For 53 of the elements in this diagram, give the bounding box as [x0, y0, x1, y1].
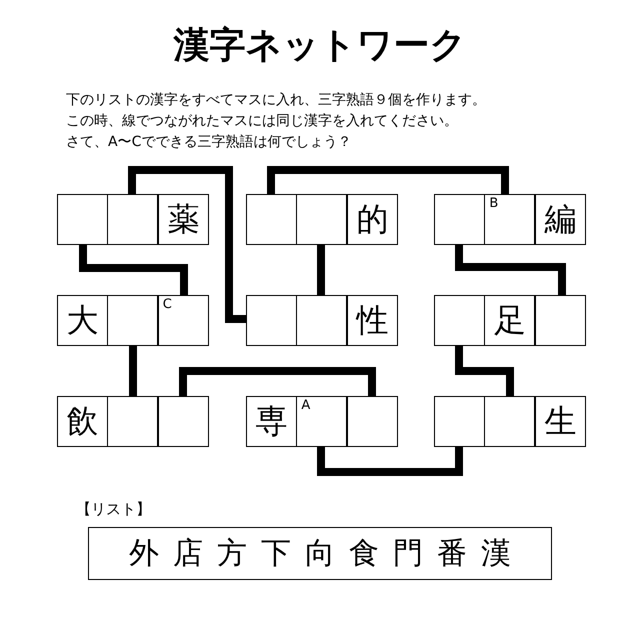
answer-box [346, 295, 398, 346]
connector-line [179, 367, 376, 396]
answer-box [57, 295, 108, 346]
cell-letter: C [162, 297, 172, 312]
kanji-character: 飲 [66, 403, 100, 439]
connector-line [455, 346, 514, 396]
answer-box [534, 396, 586, 447]
answer-box [296, 295, 348, 346]
answer-box [534, 194, 586, 245]
kanji-character: 生 [543, 403, 578, 439]
connector-line [317, 447, 463, 476]
answer-box [434, 194, 485, 245]
answer-box [246, 295, 297, 346]
answer-box [484, 194, 536, 245]
answer-box [57, 194, 108, 245]
answer-box [158, 194, 209, 245]
answer-box [107, 396, 158, 447]
answer-box [434, 295, 485, 346]
answer-box [296, 396, 348, 447]
connector-line [317, 245, 325, 295]
list-panel [88, 527, 552, 580]
answer-box [107, 295, 158, 346]
instruction-text: 下のリストの漢字をすべてマスに入れ、三字熟語９個を作ります。 [66, 91, 486, 109]
answer-box [158, 295, 209, 346]
answer-box [57, 396, 108, 447]
kanji-character: 専 [254, 403, 288, 439]
connector-line [129, 346, 137, 396]
kanji-character: 編 [543, 201, 578, 237]
answer-box [296, 194, 348, 245]
answer-box [346, 396, 398, 447]
cell-letter: A [301, 398, 310, 413]
instruction-text: さて、A〜Cでできる三字熟語は何でしょう？ [66, 133, 352, 151]
answer-box [534, 295, 586, 346]
connector-line [128, 166, 246, 323]
connector-line [267, 166, 509, 194]
answer-box [158, 396, 209, 447]
kanji-character: 足 [492, 302, 527, 338]
kanji-character: 性 [354, 302, 390, 338]
answer-box [346, 194, 398, 245]
answer-box [107, 194, 158, 245]
instruction-text: この時、線でつながれたマスには同じ漢字を入れてください。 [66, 112, 458, 130]
answer-box [484, 295, 536, 346]
kanji-character: 大 [66, 302, 100, 338]
kanji-list: 外店方下向食門番漢 [89, 537, 551, 571]
title: 漢字ネットワーク [172, 24, 468, 68]
answer-box [246, 194, 297, 245]
answer-box [246, 396, 297, 447]
cell-letter: B [489, 196, 498, 211]
answer-box [434, 396, 485, 447]
kanji-character: 的 [355, 201, 390, 237]
kanji-character: 薬 [166, 201, 200, 237]
list-heading: 【リスト】 [76, 500, 151, 518]
answer-box [484, 396, 536, 447]
